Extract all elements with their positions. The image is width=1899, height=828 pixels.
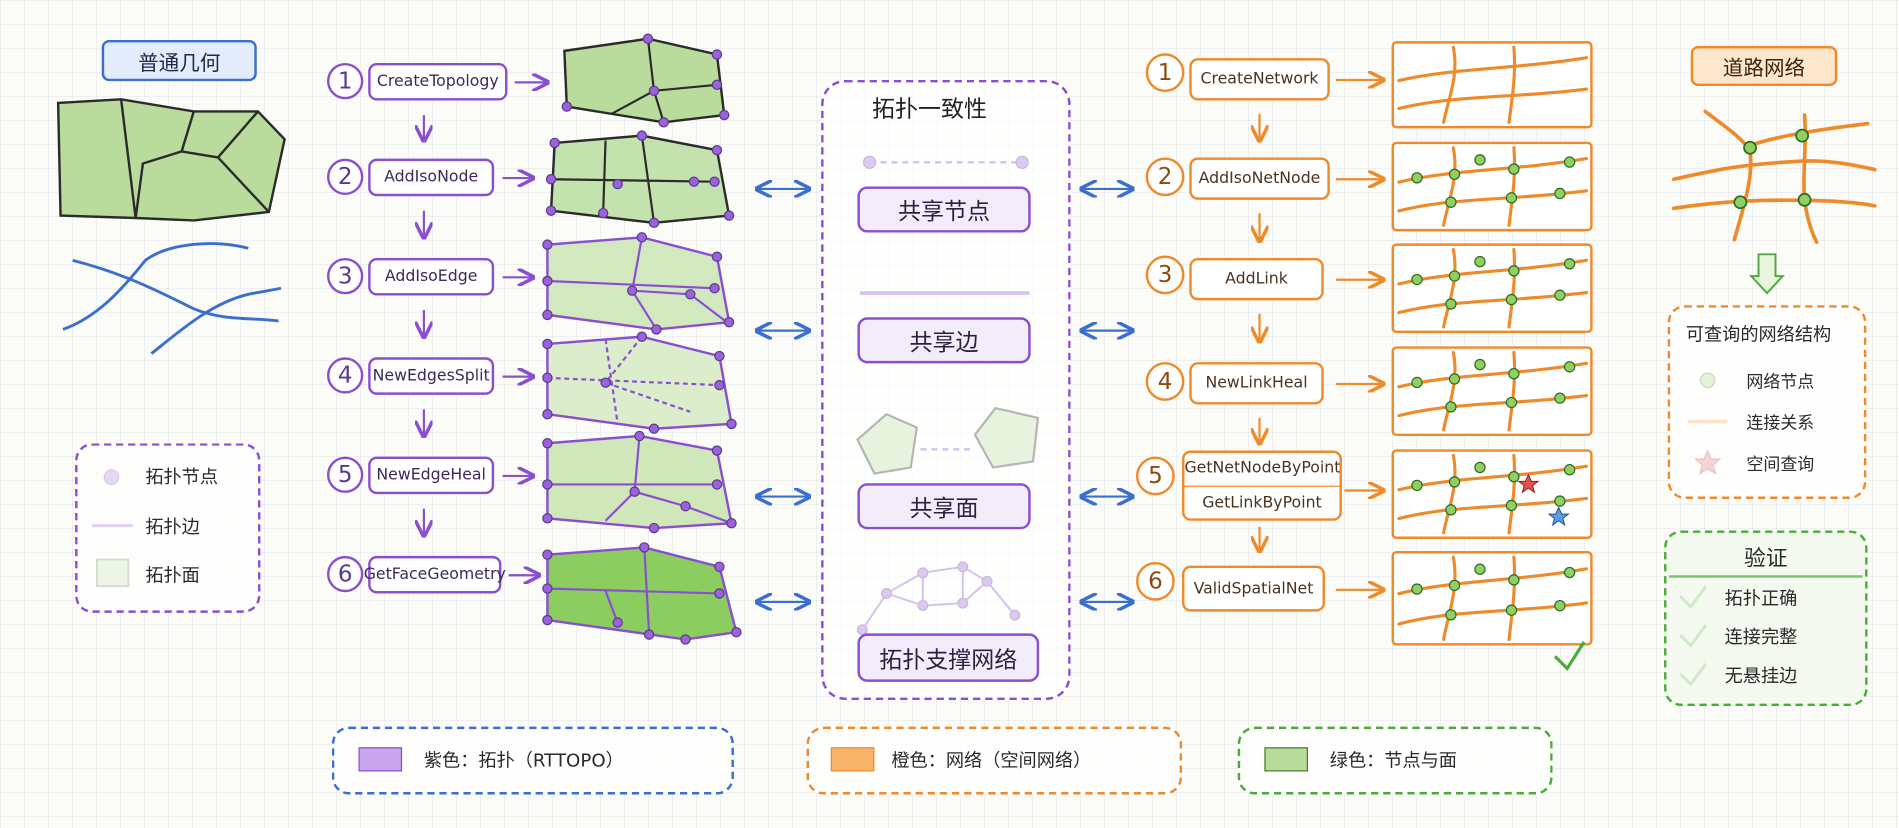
step-add-iso-net-node: AddIsoNetNode — [1189, 157, 1330, 200]
topology-thumbnail — [542, 232, 735, 335]
consistency-title: 拓扑一致性 — [871, 95, 988, 123]
shared-node-box: 共享节点 — [857, 186, 1031, 233]
topology-thumbnail — [545, 130, 735, 229]
network-thumbnail — [1391, 551, 1593, 646]
network-step-number: 2 — [1145, 157, 1185, 197]
plain-geometry-polygons — [56, 98, 286, 222]
step-create-topology: CreateTopology — [368, 62, 508, 101]
topology-node-label: 拓扑节点 — [145, 466, 219, 489]
network-thumbnail — [1391, 243, 1593, 334]
orange-legend-label: 橙色：网络（空间网络） — [891, 749, 1092, 772]
topology-thumbnail — [542, 430, 737, 534]
verify-divider — [1668, 575, 1863, 578]
step-new-link-heal: NewLinkHeal — [1189, 362, 1324, 405]
road-network-title: 道路网络 — [1690, 46, 1838, 86]
topology-step-number: 2 — [326, 158, 364, 195]
topology-thumbnail — [561, 33, 730, 128]
downward-arrow-icon — [1749, 253, 1785, 295]
get-net-node-by-point-label: GetNetNodeByPoint — [1184, 451, 1340, 487]
orange-legend-box — [806, 726, 1183, 795]
plain-geometry-lines — [62, 242, 282, 355]
topology-legend — [75, 443, 261, 613]
network-step-number: 6 — [1136, 561, 1175, 601]
topology-step-number: 6 — [326, 555, 364, 593]
plain-geometry-title: 普通几何 — [101, 39, 257, 82]
topology-step-number: 3 — [326, 257, 364, 295]
green-legend-label: 绿色：节点与面 — [1329, 749, 1457, 772]
network-step-number: 5 — [1136, 456, 1175, 496]
network-step-number: 4 — [1145, 362, 1185, 401]
topology-consistency-panel — [821, 79, 1071, 701]
network-thumbnail — [1391, 41, 1593, 129]
topology-face-label: 拓扑面 — [145, 564, 200, 587]
get-link-by-point-label: GetLinkByPoint — [1202, 493, 1322, 512]
step-get-net-node-by-point: GetNetNodeByPoint GetLinkByPoint — [1182, 450, 1342, 521]
green-swatch — [1264, 747, 1308, 772]
step-add-iso-node: AddIsoNode — [368, 158, 495, 197]
topology-step-arrows — [424, 82, 548, 575]
purple-legend-label: 紫色：拓扑（RTTOPO） — [423, 749, 624, 772]
verify-item: 拓扑正确 — [1724, 587, 1798, 610]
support-network-box: 拓扑支撑网络 — [857, 633, 1040, 682]
topology-thumbnail — [542, 542, 742, 645]
topology-step-number: 1 — [326, 62, 364, 100]
spatial-query-label: 空间查询 — [1746, 455, 1815, 475]
topology-thumbnail — [542, 331, 737, 434]
step-valid-spatial-net: ValidSpatialNet — [1182, 565, 1325, 612]
verify-item: 连接完整 — [1724, 626, 1798, 648]
purple-swatch — [358, 747, 403, 772]
orange-swatch — [830, 747, 875, 772]
step-add-link: AddLink — [1189, 257, 1324, 301]
queryable-title: 可查询的网络结构 — [1685, 323, 1832, 346]
network-thumbnail — [1391, 141, 1593, 232]
road-network-illustration — [1671, 109, 1877, 245]
shared-face-box: 共享面 — [857, 483, 1031, 530]
verify-title: 验证 — [1743, 546, 1788, 572]
shared-edge-box: 共享边 — [857, 317, 1031, 364]
step-new-edge-heal: NewEdgeHeal — [368, 456, 495, 495]
topology-step-number: 4 — [326, 357, 364, 394]
network-step-thumbnails — [1391, 41, 1593, 646]
step-add-iso-edge: AddIsoEdge — [368, 257, 495, 296]
network-node-label: 网络节点 — [1746, 373, 1815, 393]
step-get-face-geometry: GetFaceGeometry — [364, 555, 506, 594]
consistency-link-arrows — [757, 189, 1132, 602]
network-step-number: 3 — [1145, 255, 1185, 295]
topology-step-number: 5 — [326, 456, 364, 493]
network-step-arrows — [1260, 80, 1384, 590]
step-new-edges-split: NewEdgesSplit — [368, 357, 495, 395]
network-thumbnail — [1391, 346, 1593, 436]
network-thumbnail — [1391, 449, 1593, 539]
step-create-network: CreateNetwork — [1189, 58, 1330, 101]
checkmark-icon — [1553, 641, 1586, 672]
topology-edge-label: 拓扑边 — [145, 515, 200, 538]
topology-step-thumbnails — [542, 33, 742, 645]
link-label: 连接关系 — [1746, 414, 1815, 434]
network-step-number: 1 — [1145, 53, 1185, 93]
verify-item: 无悬挂边 — [1724, 664, 1798, 687]
queryable-network-panel — [1667, 305, 1867, 499]
verify-panel — [1664, 530, 1868, 707]
